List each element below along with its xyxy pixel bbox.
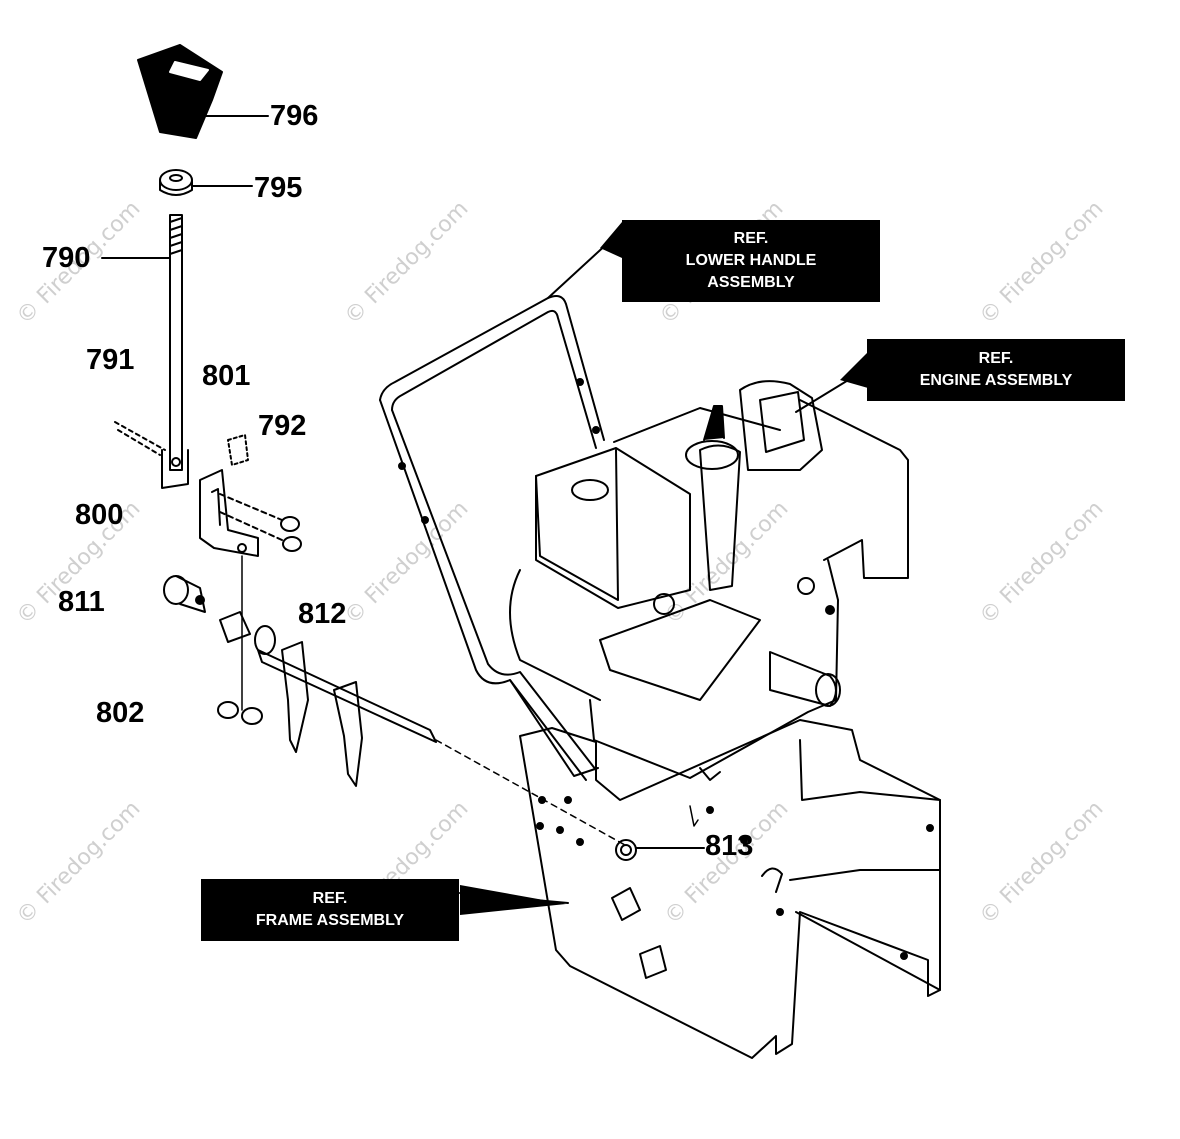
ref-lower-handle-box: REF. LOWER HANDLE ASSEMBLY [622, 220, 880, 302]
callout-795: 795 [254, 172, 303, 204]
bushing-811-drawing [163, 575, 206, 613]
arrow-frame [460, 885, 566, 915]
callout-802: 802 [96, 697, 145, 729]
lower-handle-drawing [379, 295, 605, 781]
ref-engine-box: REF. ENGINE ASSEMBLY [867, 339, 1125, 401]
ref-engine-line2: ENGINE ASSEMBLY [919, 372, 1073, 389]
callout-800: 800 [75, 499, 124, 531]
bracket-801-drawing [199, 434, 302, 557]
ref-frame-line2: FRAME ASSEMBLY [255, 912, 405, 929]
ref-lower-handle-line2: LOWER HANDLE [685, 252, 817, 269]
callout-813: 813 [705, 830, 754, 862]
callout-801: 801 [202, 360, 251, 392]
nut-795-drawing [159, 169, 193, 196]
arrow-engine [840, 352, 868, 388]
arrow-lower-handle [600, 222, 622, 258]
frame-drawing [519, 719, 941, 1059]
bushing-813-drawing [615, 805, 699, 861]
engine-drawing [509, 380, 909, 781]
ref-lower-handle-line1: REF. [733, 230, 769, 247]
nut-802-drawing [217, 701, 263, 725]
rod-790-drawing [161, 214, 189, 489]
callout-812: 812 [298, 598, 347, 630]
callout-796: 796 [270, 100, 319, 132]
ref-lower-handle-line3: ASSEMBLY [707, 274, 795, 291]
ref-engine-line1: REF. [978, 350, 1014, 367]
ref-frame-line1: REF. [312, 890, 348, 907]
pin-791-drawing [114, 421, 166, 456]
shaft-centerline [435, 739, 626, 846]
callout-792: 792 [258, 410, 307, 442]
callout-790: 790 [42, 242, 91, 274]
callout-811: 811 [58, 586, 105, 618]
knob-796-drawing [137, 44, 223, 139]
shaft-812-drawing [219, 611, 437, 787]
callout-791: 791 [86, 344, 135, 376]
ref-frame-box: REF. FRAME ASSEMBLY [201, 879, 459, 941]
